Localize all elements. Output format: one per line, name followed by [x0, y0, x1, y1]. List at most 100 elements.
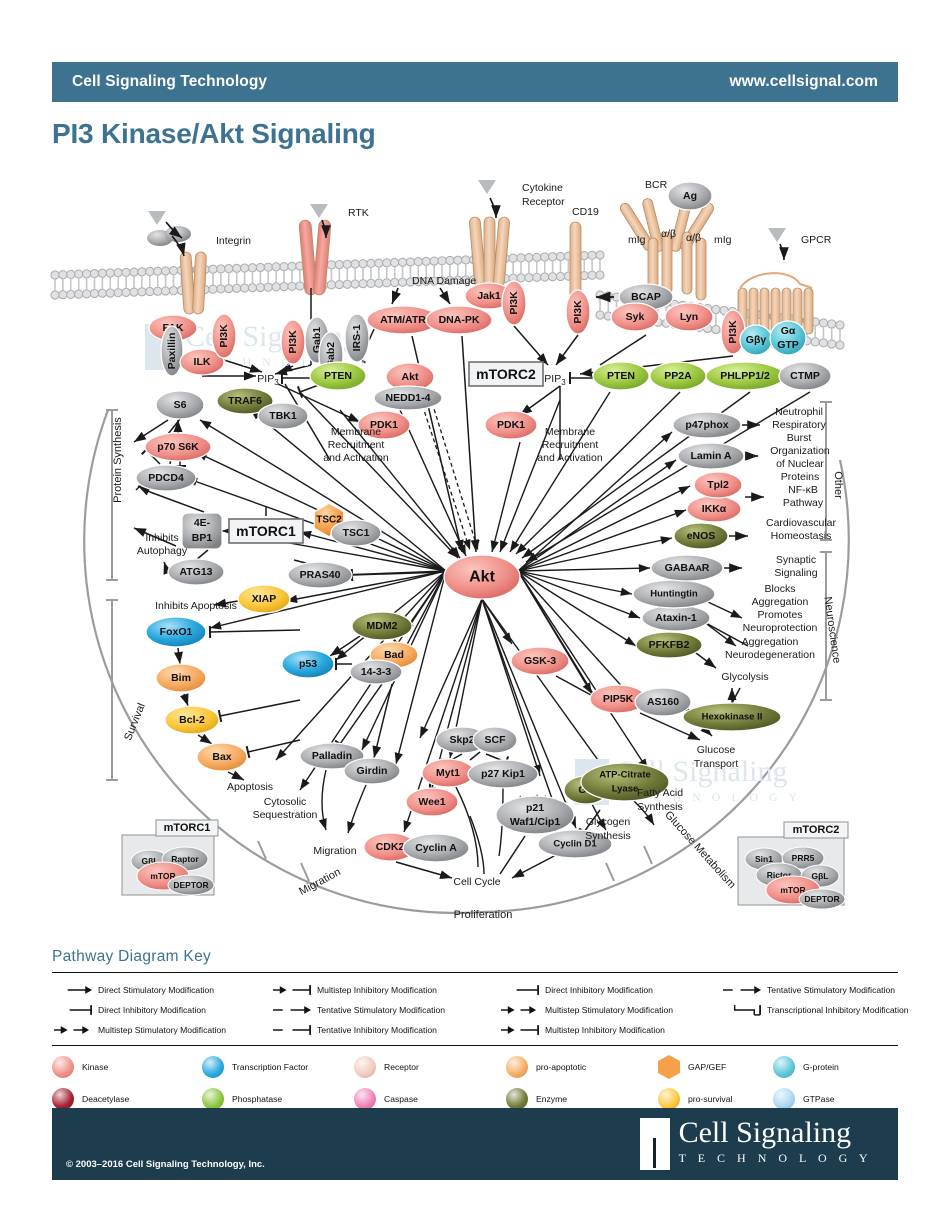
svg-text:Glucose Metabolism: Glucose Metabolism — [662, 809, 738, 891]
node-PDK1_l: PDK1 — [357, 410, 411, 440]
node-IRS1: IRS-1 — [344, 313, 370, 363]
svg-text:ATG13: ATG13 — [179, 566, 212, 578]
legend-swatch: Kinase — [52, 1055, 202, 1079]
svg-text:Organization: Organization — [770, 445, 830, 457]
tree-icon — [639, 1118, 670, 1170]
legend-color-dot — [773, 1056, 795, 1078]
svg-text:Raptor: Raptor — [171, 854, 199, 864]
svg-text:Cytosolic: Cytosolic — [264, 796, 307, 808]
svg-text:p27 Kip1: p27 Kip1 — [481, 768, 525, 780]
svg-text:Membrane: Membrane — [545, 426, 595, 438]
svg-text:Bcl-2: Bcl-2 — [179, 714, 205, 726]
legend-swatch: Transcription Factor — [202, 1055, 354, 1079]
svg-text:Huntingtin: Huntingtin — [650, 589, 698, 600]
node-PHLPP12: PHLPP1/2 — [705, 361, 785, 391]
svg-text:CD19: CD19 — [572, 206, 599, 218]
svg-text:and Activation: and Activation — [537, 452, 603, 464]
node-4EBP1: 4E-BP1 — [181, 512, 223, 550]
node-Wee1: Wee1 — [405, 787, 459, 817]
svg-text:Inhibits Apoptosis: Inhibits Apoptosis — [155, 600, 237, 612]
node-ILK: ILK — [179, 348, 225, 376]
swatch-divider — [52, 1045, 898, 1046]
svg-text:Receptor: Receptor — [522, 196, 565, 208]
svg-text:BCAP: BCAP — [631, 291, 661, 303]
node-Myt1: Myt1 — [421, 758, 475, 788]
node-Akt_main: Akt — [443, 554, 521, 600]
svg-text:BCR: BCR — [645, 179, 668, 191]
website-url: www.cellsignal.com — [729, 73, 878, 90]
svg-text:PDCD4: PDCD4 — [148, 472, 184, 484]
node-PDCD4: PDCD4 — [135, 464, 197, 492]
svg-text:XIAP: XIAP — [252, 593, 277, 605]
header-bar: Cell Signaling Technology www.cellsignal… — [52, 62, 898, 102]
footer-banner: © 2003–2016 Cell Signaling Technology, I… — [52, 1108, 898, 1180]
legend-swatch: GAP/GEF — [658, 1055, 773, 1079]
svg-text:GSK-3: GSK-3 — [524, 655, 556, 667]
legend-swatch: Deacetylase — [52, 1088, 202, 1110]
svg-text:PRR5: PRR5 — [792, 853, 815, 863]
legend-color-dot — [354, 1056, 376, 1078]
svg-text:Wee1: Wee1 — [418, 796, 445, 808]
svg-text:Bim: Bim — [171, 672, 191, 684]
svg-text:PHLPP1/2: PHLPP1/2 — [720, 370, 770, 382]
node-GABAAR: GABAᴀR — [650, 554, 724, 582]
svg-text:ILK: ILK — [194, 356, 211, 368]
svg-text:Lyn: Lyn — [680, 311, 698, 323]
svg-text:mTOR: mTOR — [150, 871, 175, 881]
legend-color-dot — [658, 1088, 680, 1110]
key-item: Multistep Inhibitory Modification — [499, 1021, 721, 1038]
key-item: Tentative Inhibitory Modification — [271, 1021, 499, 1038]
node-Palladin: Palladin — [299, 742, 365, 770]
svg-text:Sin1: Sin1 — [755, 854, 773, 864]
svg-text:Glycogen: Glycogen — [586, 816, 631, 828]
svg-text:GβL: GβL — [812, 871, 829, 881]
svg-text:α/β: α/β — [661, 228, 676, 240]
svg-text:PDK1: PDK1 — [370, 419, 398, 431]
svg-text:ATP-Citrate: ATP-Citrate — [599, 770, 651, 781]
logo-subtitle: T E C H N O L O G Y — [678, 1151, 872, 1165]
svg-text:Cyclin D1: Cyclin D1 — [553, 839, 597, 850]
svg-text:α/β: α/β — [686, 232, 701, 244]
node-CTMP: CTMP — [778, 361, 832, 391]
svg-text:Synthesis: Synthesis — [585, 830, 631, 842]
svg-text:GABAᴀR: GABAᴀR — [665, 562, 710, 574]
svg-text:mIg: mIg — [628, 234, 646, 246]
node-Paxillin: Paxillin — [160, 325, 184, 377]
legend-swatch: G-protein — [773, 1055, 898, 1079]
node-Syk: Syk — [610, 302, 660, 332]
svg-text:Neuroscience: Neuroscience — [821, 596, 842, 664]
copyright-text: © 2003–2016 Cell Signaling Technology, I… — [66, 1159, 265, 1170]
legend-color-dot — [354, 1088, 376, 1110]
svg-text:Transport: Transport — [694, 758, 739, 770]
svg-text:Palladin: Palladin — [312, 750, 352, 762]
svg-text:Pathway: Pathway — [783, 497, 824, 509]
node-ATG13: ATG13 — [167, 558, 225, 586]
key-item-label: Multistep Stimulatory Modification — [98, 1024, 226, 1035]
node-PI3K_int: PI3K — [211, 313, 237, 359]
node-1433: 14-3-3 — [349, 659, 403, 685]
svg-text:RTK: RTK — [348, 207, 369, 219]
svg-text:and Activation: and Activation — [323, 452, 389, 464]
svg-text:Akt: Akt — [469, 569, 495, 586]
node-Ag: Ag — [667, 181, 713, 211]
svg-text:Bax: Bax — [212, 751, 231, 763]
legend-color-dot — [506, 1088, 528, 1110]
legend-label: Deacetylase — [82, 1094, 130, 1104]
svg-text:ATM/ATR: ATM/ATR — [380, 314, 426, 326]
key-item-label: Direct Inhibitory Modification — [545, 984, 653, 995]
svg-text:DEPTOR: DEPTOR — [173, 880, 208, 890]
svg-text:S6: S6 — [174, 399, 187, 411]
node-Ataxin1: Ataxin-1 — [641, 604, 711, 632]
node-TRAF6: TRAF6 — [216, 387, 274, 415]
svg-text:mIg: mIg — [714, 234, 732, 246]
node-Bim: Bim — [155, 663, 207, 693]
key-item-label: Tentative Stimulatory Modification — [317, 1004, 446, 1015]
svg-text:Jak1: Jak1 — [477, 290, 501, 302]
svg-text:Neuroprotection: Neuroprotection — [743, 622, 818, 634]
node-PP2A: PP2A — [649, 361, 707, 391]
node-SCF: SCF — [472, 726, 518, 754]
